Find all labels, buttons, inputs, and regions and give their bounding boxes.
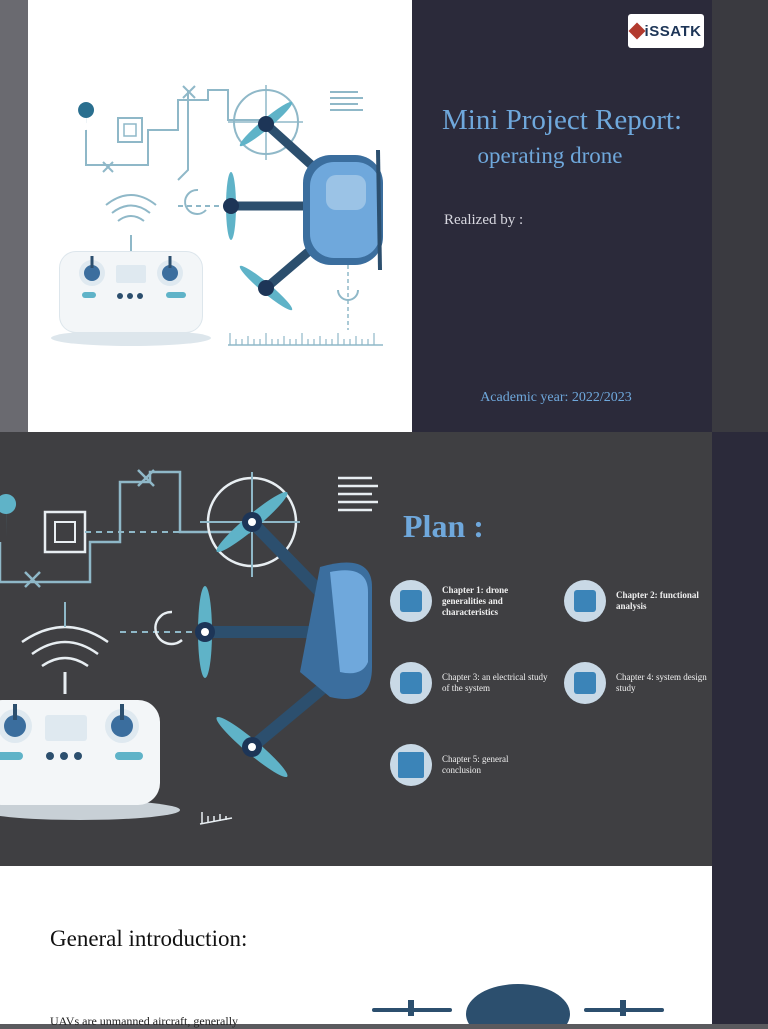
plan-title: Plan : xyxy=(403,508,484,544)
puzzle-icon xyxy=(564,580,606,622)
slide2-plan xyxy=(0,432,712,866)
issatk-logo: iSSATK xyxy=(628,14,704,48)
plan-chapter-1: Chapter 1: drone generalities and charac… xyxy=(390,580,552,622)
slide1-illustration-panel xyxy=(28,0,412,432)
academic-year: Academic year: 2022/2023 xyxy=(480,390,632,405)
introduction-title: General introduction: xyxy=(50,926,248,951)
chapter-label: Chapter 3: an electrical study of the sy… xyxy=(442,672,548,693)
report-title: Mini Project Report: xyxy=(441,104,683,136)
slide2-right-margin xyxy=(712,432,768,866)
plan-chapter-5: Chapter 5: general conclusion xyxy=(390,744,522,786)
slide3-introduction xyxy=(0,866,712,1029)
slide3-right-margin xyxy=(712,866,768,1024)
plan-chapter-2: Chapter 2: functional analysis xyxy=(564,580,716,622)
drone-illustration-large xyxy=(0,469,378,825)
drone-top-illustration xyxy=(372,984,664,1029)
chapter-label: Chapter 4: system design study xyxy=(616,672,707,693)
person-icon xyxy=(390,662,432,704)
plan-chapter-3: Chapter 3: an electrical study of the sy… xyxy=(390,662,552,704)
drone-illustration xyxy=(51,85,383,346)
chapter-label: Chapter 2: functional analysis xyxy=(616,590,699,611)
slide1-right-margin xyxy=(712,0,768,432)
chess-icon xyxy=(390,580,432,622)
chapter-label: Chapter 1: drone generalities and charac… xyxy=(442,584,509,617)
introduction-text: UAVs are unmanned aircraft, generally xyxy=(50,1014,239,1028)
logo-text: iSSATK xyxy=(644,22,702,40)
slide1-title-panel xyxy=(412,0,712,432)
logo-icon xyxy=(628,22,646,40)
realized-by-label: Realized by : xyxy=(444,212,524,228)
chapter-label: Chapter 5: general conclusion xyxy=(442,754,509,775)
report-subtitle: operating drone xyxy=(477,143,623,168)
gears-icon xyxy=(564,662,606,704)
plan-chapter-4: Chapter 4: system design study xyxy=(564,662,716,704)
slide1-left-margin xyxy=(0,0,28,432)
square-icon xyxy=(390,744,432,786)
